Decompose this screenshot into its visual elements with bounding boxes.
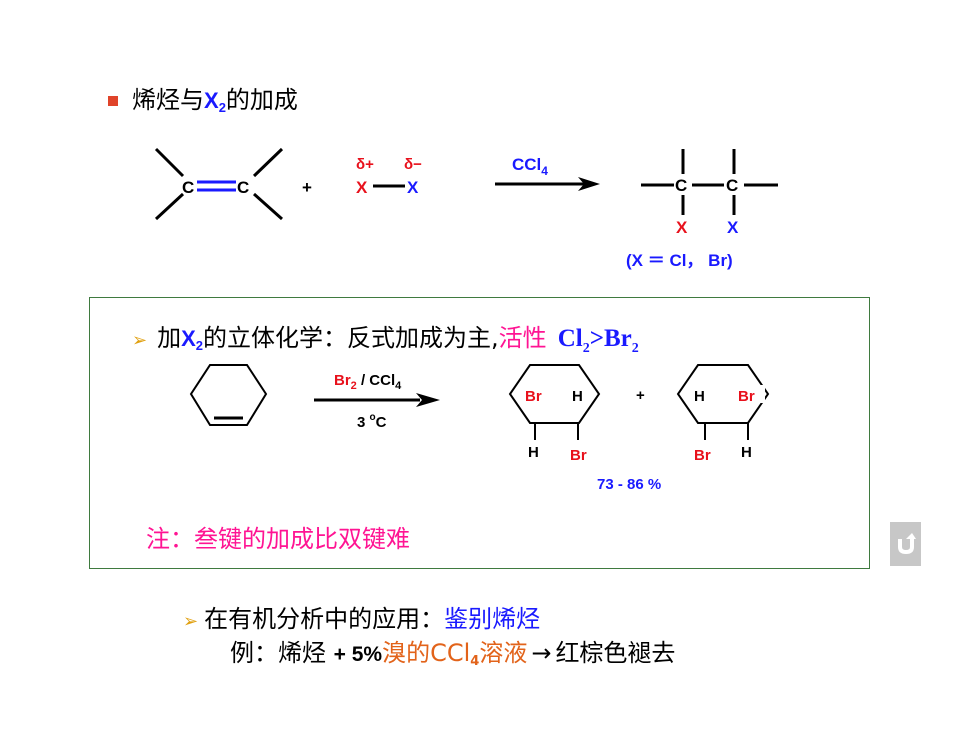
reaction-1-diagram: C C + δ+ δ− X X CCl4 C C X X (X ＝ Cl， Br…	[154, 147, 778, 270]
p1-top-right: H	[572, 388, 583, 405]
example-line: 例：烯烃 + 5%溴的CCl4溶液→红棕色褪去	[230, 639, 676, 670]
box-title: ➢加X2的立体化学：反式加成为主,活性 Cl2>Br2	[132, 324, 639, 356]
plus-sign: +	[302, 178, 312, 197]
plus-sign-2: +	[636, 387, 645, 404]
reagent-br2-ccl4: Br2 / CCl4	[334, 372, 402, 392]
delta-plus: δ+	[356, 156, 374, 173]
p1-bottom-left: H	[528, 444, 539, 461]
triple-bond-note: 注：叁键的加成比双键难	[146, 525, 410, 553]
product-c1: C	[675, 176, 687, 195]
product-x2: X	[727, 218, 739, 237]
temperature: 3 oC	[357, 412, 387, 431]
product-c2: C	[726, 176, 738, 195]
p2-bottom-left: Br	[694, 447, 711, 464]
application-line: ➢在有机分析中的应用：鉴别烯烃	[183, 605, 541, 633]
arrow-head-2	[416, 393, 440, 407]
arrow-head	[578, 177, 600, 191]
alkene-c1: C	[182, 178, 194, 197]
product-x1: X	[676, 218, 688, 237]
arrow-bullet-icon-2: ➢	[183, 611, 199, 632]
p2-top-right: Br	[738, 388, 755, 405]
stereochemistry-box	[89, 297, 870, 569]
square-bullet-icon	[108, 95, 118, 106]
p2-bottom-right: H	[741, 444, 752, 461]
heading: 烯烃与X2的加成	[108, 80, 298, 115]
cyclohexene-reaction-diagram: Br2 / CCl4 3 oC Br H H Br + H Br Br H 73…	[189, 364, 770, 490]
return-button[interactable]	[890, 522, 921, 566]
yield: 73 - 86 %	[597, 476, 661, 490]
alkene-c2: C	[237, 178, 249, 197]
x-note: (X ＝ Cl， Br)	[626, 251, 733, 270]
p1-bottom-right: Br	[570, 447, 587, 464]
return-arrow-icon	[897, 533, 916, 555]
delta-minus: δ−	[404, 156, 422, 173]
p2-top-left: H	[694, 388, 705, 405]
x-left: X	[356, 178, 368, 197]
reagent-ccl4: CCl4	[512, 155, 548, 178]
p1-top-left: Br	[525, 388, 542, 405]
x-right: X	[407, 178, 419, 197]
activity-order: Cl2>Br2	[557, 325, 639, 356]
arrow-bullet-icon: ➢	[132, 330, 148, 351]
